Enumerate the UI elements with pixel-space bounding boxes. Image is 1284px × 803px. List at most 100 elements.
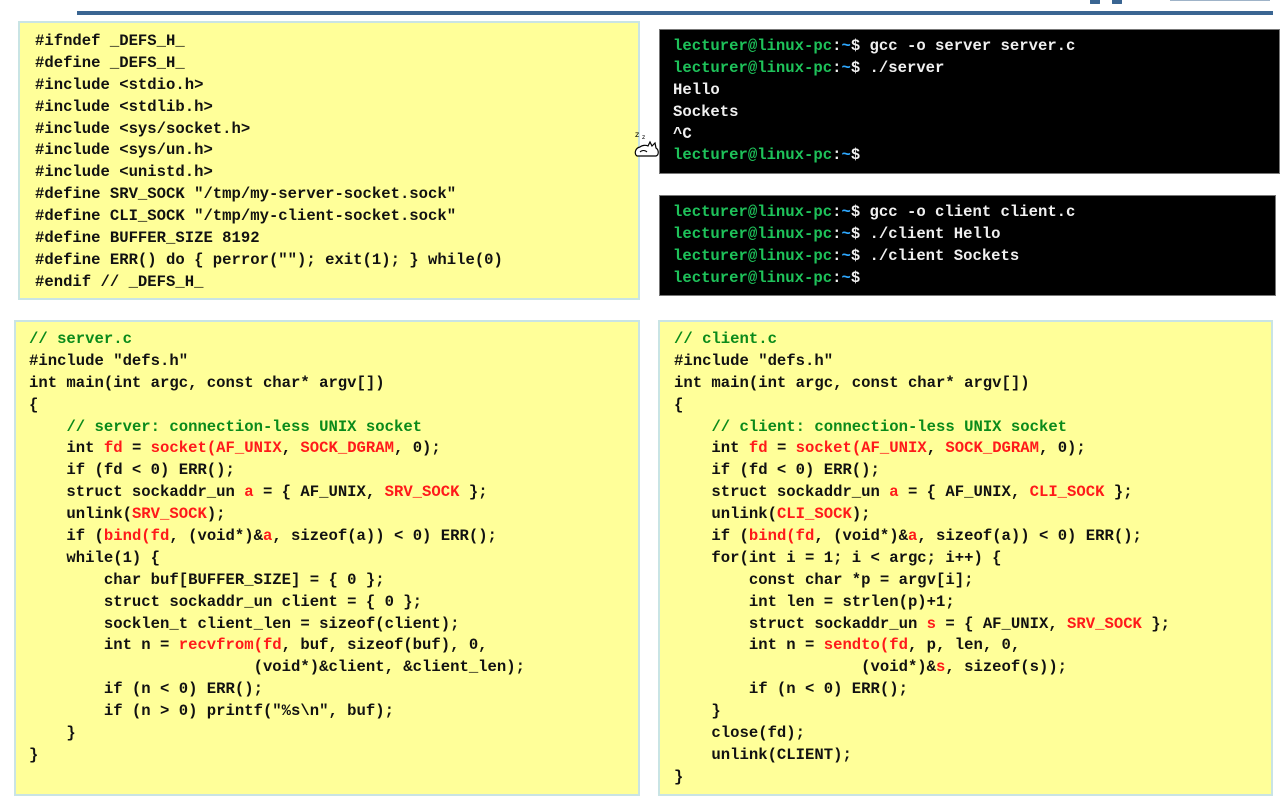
- code-line: }: [29, 745, 638, 767]
- code-highlight: a: [889, 483, 899, 502]
- code-text: unlink(: [29, 505, 132, 524]
- code-line: #include <stdlib.h>: [35, 97, 638, 119]
- prompt-symbol: $: [850, 246, 870, 265]
- code-text: close(fd);: [674, 724, 806, 743]
- code-text: , (void*)&: [814, 527, 908, 546]
- code-line: {: [674, 395, 1271, 417]
- code-line: int fd = socket(AF_UNIX, SOCK_DGRAM, 0);: [674, 438, 1271, 460]
- code-line: #include "defs.h": [674, 351, 1271, 373]
- defs-h-code-block: #ifndef _DEFS_H_ #define _DEFS_H_ #include…: [18, 21, 640, 300]
- code-text: =: [122, 439, 151, 458]
- code-text: #include "defs.h": [674, 351, 834, 370]
- prompt-path: ~: [841, 146, 851, 165]
- code-comment: // client.c: [674, 330, 777, 348]
- code-text: int n =: [29, 636, 179, 655]
- prompt-path: ~: [841, 246, 851, 265]
- code-line: unlink(CLIENT);: [674, 745, 1271, 767]
- code-line: (void*)&client, &client_len);: [29, 657, 638, 679]
- code-text: unlink(CLIENT);: [674, 745, 852, 764]
- terminal-command: ./client Hello: [869, 224, 1001, 243]
- code-line: if (n < 0) ERR();: [674, 679, 1271, 701]
- code-line: }: [674, 767, 1271, 789]
- code-line: unlink(CLI_SOCK);: [674, 504, 1271, 526]
- server-terminal[interactable]: lecturer@linux-pc:~$ gcc -o server serve…: [659, 29, 1280, 174]
- prompt-colon: :: [832, 37, 842, 55]
- code-text: #define _DEFS_H_: [35, 53, 185, 72]
- code-line: int main(int argc, const char* argv[]): [674, 373, 1271, 395]
- terminal-line: lecturer@linux-pc:~$ gcc -o client clien…: [673, 202, 1275, 224]
- code-line: const char *p = argv[i];: [674, 570, 1271, 592]
- code-text: , sizeof(a)) < 0) ERR();: [272, 527, 497, 546]
- code-text: struct sockaddr_un: [29, 483, 245, 502]
- terminal-line: lecturer@linux-pc:~$ ./client Hello: [673, 224, 1275, 246]
- code-line: (void*)&s, sizeof(s));: [674, 657, 1271, 679]
- terminal-command: gcc -o server server.c: [869, 37, 1076, 55]
- prompt-user: lecturer@linux-pc: [673, 37, 833, 55]
- code-text: , 0);: [1038, 439, 1086, 458]
- prompt-colon: :: [832, 146, 842, 165]
- code-line: if (bind(fd, (void*)&a, sizeof(a)) < 0) …: [29, 526, 638, 548]
- code-highlight: fd: [103, 439, 123, 458]
- prompt-path: ~: [841, 268, 851, 287]
- code-comment: // server.c: [29, 330, 132, 348]
- code-line: #include <stdio.h>: [35, 75, 638, 97]
- code-highlight: a: [262, 527, 273, 546]
- prompt-user: lecturer@linux-pc: [673, 58, 833, 77]
- code-text: =: [767, 439, 796, 458]
- code-highlight: recvfrom(fd: [178, 636, 282, 655]
- code-line: struct sockaddr_un a = { AF_UNIX, CLI_SO…: [674, 482, 1271, 504]
- code-text: }: [29, 745, 39, 764]
- code-highlight: SOCK_DGRAM: [945, 439, 1039, 458]
- client-c-code-block: // client.c #include "defs.h" int main(int…: [658, 320, 1273, 796]
- code-line: #ifndef _DEFS_H_: [35, 31, 638, 53]
- prompt-path: ~: [841, 37, 851, 55]
- code-line: char buf[BUFFER_SIZE] = { 0 };: [29, 570, 638, 592]
- terminal-output: Sockets: [673, 102, 739, 121]
- code-line: #include <unistd.h>: [35, 162, 638, 184]
- code-line: #define SRV_SOCK "/tmp/my-server-socket.…: [35, 184, 638, 206]
- code-line: socklen_t client_len = sizeof(client);: [29, 614, 638, 636]
- terminal-line: Sockets: [673, 102, 1279, 124]
- code-line: #define ERR() do { perror(""); exit(1); …: [35, 250, 638, 272]
- prompt-user: lecturer@linux-pc: [673, 146, 833, 165]
- prompt-colon: :: [832, 246, 842, 265]
- client-terminal[interactable]: lecturer@linux-pc:~$ gcc -o client clien…: [659, 195, 1276, 296]
- code-text: int n =: [674, 636, 824, 655]
- code-highlight: CLI_SOCK: [776, 505, 852, 524]
- code-text: , sizeof(a)) < 0) ERR();: [917, 527, 1142, 546]
- code-comment: // server: connection-less UNIX socket: [66, 417, 423, 436]
- prompt-symbol: $: [850, 146, 870, 165]
- prompt-user: lecturer@linux-pc: [673, 246, 833, 265]
- prompt-symbol: $: [850, 268, 870, 287]
- code-text: {: [29, 395, 39, 414]
- code-text: for(int i = 1; i < argc; i++) {: [674, 548, 1002, 567]
- code-line: if (fd < 0) ERR();: [674, 460, 1271, 482]
- code-line: #define CLI_SOCK "/tmp/my-client-socket.…: [35, 206, 638, 228]
- code-text: #define ERR() do { perror(""); exit(1); …: [35, 250, 503, 269]
- prompt-colon: :: [832, 203, 842, 221]
- code-text: struct sockaddr_un: [674, 614, 927, 633]
- terminal-output: Hello: [673, 80, 720, 99]
- code-text: #include "defs.h": [29, 351, 189, 370]
- code-line: // client: connection-less UNIX socket: [674, 417, 1271, 439]
- code-line: struct sockaddr_un client = { 0 };: [29, 592, 638, 614]
- code-line: #define _DEFS_H_: [35, 53, 638, 75]
- code-line: // server: connection-less UNIX socket: [29, 417, 638, 439]
- code-highlight: SRV_SOCK: [384, 483, 460, 502]
- prompt-path: ~: [841, 58, 851, 77]
- prompt-symbol: $: [850, 58, 870, 77]
- code-text: #define SRV_SOCK "/tmp/my-server-socket.…: [35, 185, 457, 204]
- code-text: #include <sys/un.h>: [35, 141, 213, 160]
- code-line: close(fd);: [674, 723, 1271, 745]
- code-line: }: [29, 723, 638, 745]
- code-text: #ifndef _DEFS_H_: [35, 32, 185, 50]
- code-line: #define BUFFER_SIZE 8192: [35, 228, 638, 250]
- logo: [1090, 0, 1280, 4]
- code-text: #include <sys/socket.h>: [35, 119, 251, 138]
- code-highlight: a: [907, 527, 918, 546]
- code-line: int n = sendto(fd, p, len, 0,: [674, 635, 1271, 657]
- code-line: struct sockaddr_un s = { AF_UNIX, SRV_SO…: [674, 614, 1271, 636]
- code-line: #include "defs.h": [29, 351, 638, 373]
- code-line: if (n < 0) ERR();: [29, 679, 638, 701]
- code-text: int main(int argc, const char* argv[]): [674, 373, 1030, 392]
